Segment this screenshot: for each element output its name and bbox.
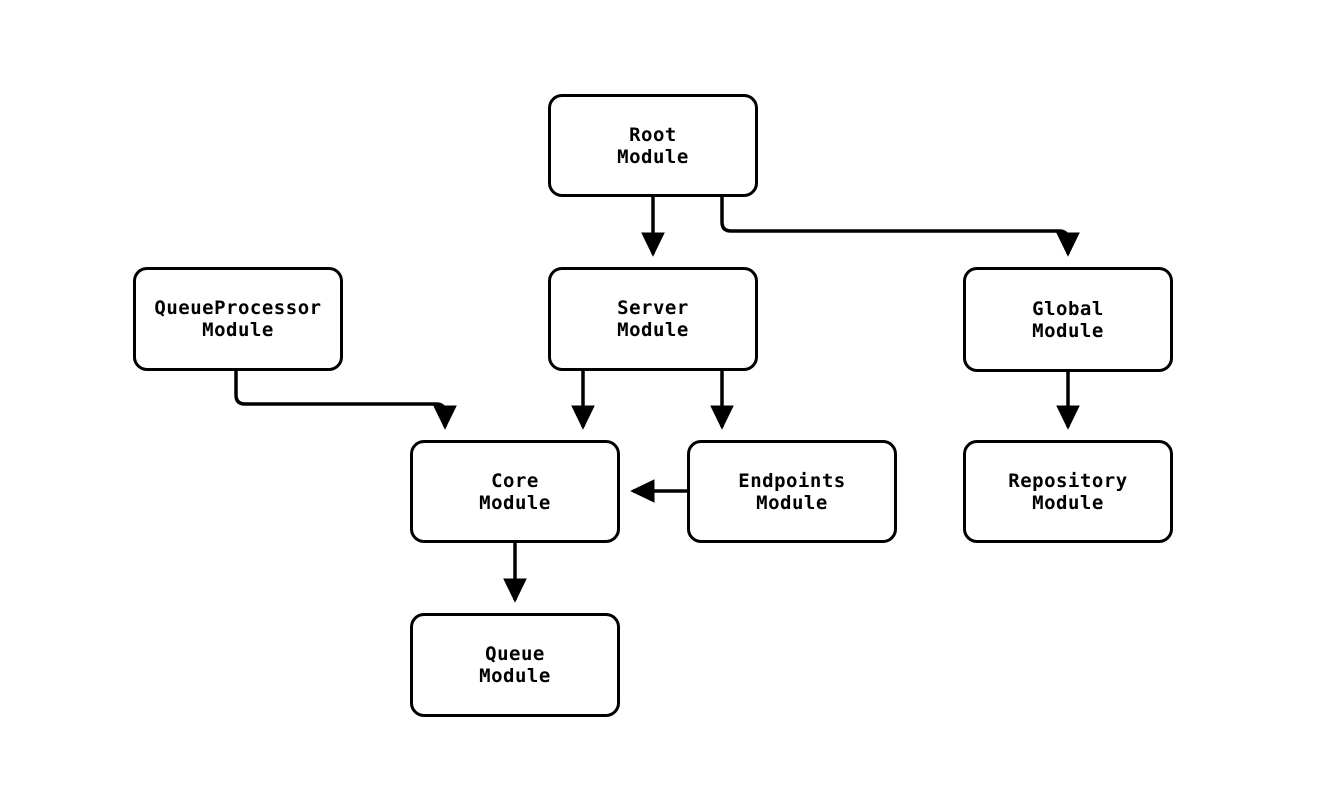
node-queueprocessor-name: QueueProcessor: [154, 297, 322, 319]
node-queueprocessor[interactable]: QueueProcessor Module: [133, 267, 343, 371]
node-root-name: Root: [629, 123, 677, 146]
edge-root-global: [720, 197, 1080, 257]
node-root-suffix: Module: [617, 145, 689, 168]
node-queue-name: Queue: [485, 643, 545, 665]
node-queue-suffix: Module: [479, 665, 551, 687]
node-repository-name: Repository: [1008, 469, 1128, 492]
node-global-suffix: Module: [1032, 319, 1104, 342]
node-endpoints[interactable]: Endpoints Module: [687, 440, 897, 543]
edge-queueprocessor-core: [234, 371, 457, 430]
node-repository-suffix: Module: [1032, 491, 1104, 514]
node-server-name: Server: [617, 297, 689, 319]
node-queue[interactable]: Queue Module: [410, 613, 620, 717]
node-queueprocessor-suffix: Module: [202, 319, 274, 341]
node-root[interactable]: Root Module: [548, 94, 758, 197]
node-core-name: Core: [491, 469, 539, 492]
node-server-suffix: Module: [617, 319, 689, 341]
node-core[interactable]: Core Module: [410, 440, 620, 543]
node-server[interactable]: Server Module: [548, 267, 758, 371]
node-endpoints-suffix: Module: [756, 491, 828, 514]
node-repository[interactable]: Repository Module: [963, 440, 1173, 543]
node-global-name: Global: [1032, 297, 1104, 320]
node-global[interactable]: Global Module: [963, 267, 1173, 372]
node-endpoints-name: Endpoints: [738, 469, 846, 492]
node-core-suffix: Module: [479, 491, 551, 514]
